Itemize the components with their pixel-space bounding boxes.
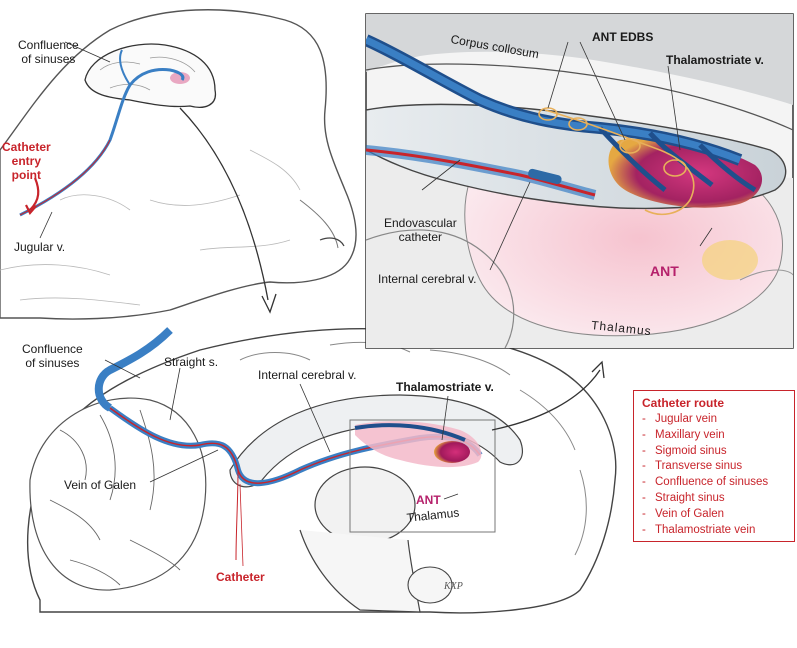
- catheter-label: Catheter: [216, 570, 265, 584]
- inset-thalamostriate-label: Thalamostriate v.: [666, 53, 764, 67]
- catheter-entry-label: Catheter entry point: [2, 140, 51, 182]
- route-item-label: Vein of Galen: [655, 507, 725, 520]
- brain-internal-cerebral-label: Internal cerebral v.: [258, 368, 357, 382]
- vein-of-galen-label: Vein of Galen: [64, 478, 137, 492]
- catheter-route-title: Catheter route: [642, 396, 725, 410]
- route-item: -Straight sinus: [642, 491, 725, 504]
- route-item: -Transverse sinus: [642, 460, 743, 473]
- route-item: -Sigmoid sinus: [642, 444, 727, 457]
- route-item: -Thalamostriate vein: [642, 523, 756, 536]
- inset-internal-cerebral-label: Internal cerebral v.: [378, 272, 477, 286]
- ant-edbs-label: ANT EDBS: [592, 30, 654, 44]
- route-item-label: Thalamostriate vein: [655, 523, 756, 536]
- catheter-route-box: Catheter route -Jugular vein -Maxillary …: [633, 390, 795, 542]
- route-item-label: Jugular vein: [655, 413, 718, 425]
- catheter-route-list: -Jugular vein -Maxillary vein -Sigmoid s…: [642, 412, 768, 538]
- route-item: -Vein of Galen: [642, 507, 725, 520]
- endovascular-catheter-label: Endovascular catheter: [384, 216, 457, 244]
- route-item: -Jugular vein: [642, 413, 718, 425]
- route-item: -Maxillary vein: [642, 428, 725, 441]
- jugular-label: Jugular v.: [14, 240, 66, 254]
- route-item-label: Confluence of sinuses: [655, 476, 769, 489]
- route-item-label: Sigmoid sinus: [655, 444, 727, 457]
- inset-panel: [365, 13, 794, 349]
- inset-ant-label: ANT: [650, 263, 679, 279]
- brain-sagittal: [27, 327, 617, 614]
- route-item-label: Maxillary vein: [655, 428, 725, 441]
- route-item-label: Straight sinus: [655, 491, 725, 504]
- brain-ant-label: ANT: [416, 493, 441, 507]
- brain-confluence-label: Confluence of sinuses: [22, 342, 83, 370]
- head-confluence-label: Confluence of sinuses: [18, 38, 79, 66]
- sheep-head: [0, 9, 357, 320]
- artist-signature: KXP: [444, 581, 463, 592]
- route-item: -Confluence of sinuses: [642, 476, 769, 489]
- brain-thalamostriate-label: Thalamostriate v.: [396, 380, 494, 394]
- route-item-label: Transverse sinus: [655, 460, 743, 473]
- straight-sinus-label: Straight s.: [164, 355, 219, 369]
